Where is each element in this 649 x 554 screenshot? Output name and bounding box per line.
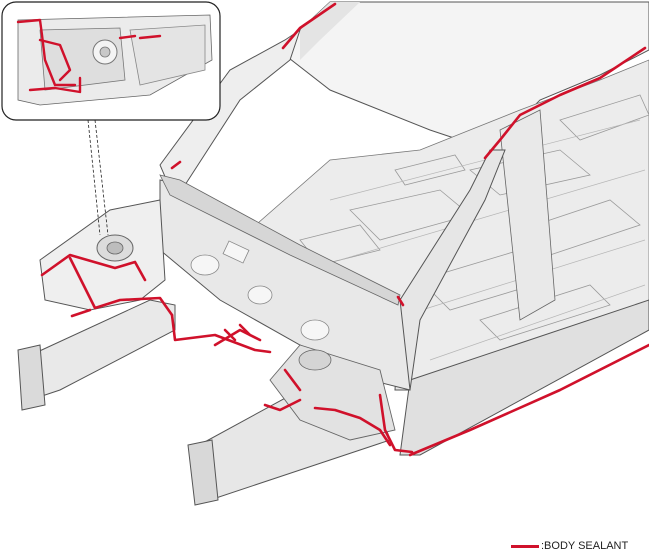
sealant-a-pillar-mark (170, 160, 182, 170)
cowl-details (190, 240, 330, 341)
side-sill (399, 299, 649, 456)
b-pillar (499, 109, 556, 321)
legend-label: :BODY SEALANT (541, 540, 629, 552)
sealant-apron-left-2 (68, 256, 174, 317)
inset-leader-lines (87, 119, 109, 236)
detail-inset (1, 1, 221, 121)
sealant-rail-left (70, 308, 92, 318)
sealant-apron-left (40, 253, 147, 282)
right-wheelhouse (269, 344, 396, 441)
sealant-wheelhouse-right (283, 368, 392, 447)
front-rail-upper-tip (17, 344, 46, 411)
legend: :BODY SEALANT (511, 540, 628, 552)
front-rail-lower-tip (187, 439, 219, 506)
sealant-cowl-lower (170, 313, 272, 354)
a-pillar-right (394, 149, 506, 391)
sealant-roof-right (483, 46, 647, 160)
sealant-swatch (511, 544, 539, 548)
sealant-cowl-ribs (223, 323, 252, 342)
sealant-a-pillar-right (396, 295, 405, 307)
sealant-cowl-mid (213, 328, 262, 347)
sealant-sill (408, 343, 649, 457)
sealant-right-lower (378, 393, 414, 454)
sealant-rail-right (263, 398, 302, 412)
sealant-roof-left (281, 2, 337, 50)
body-sealant-lines (40, 2, 649, 457)
